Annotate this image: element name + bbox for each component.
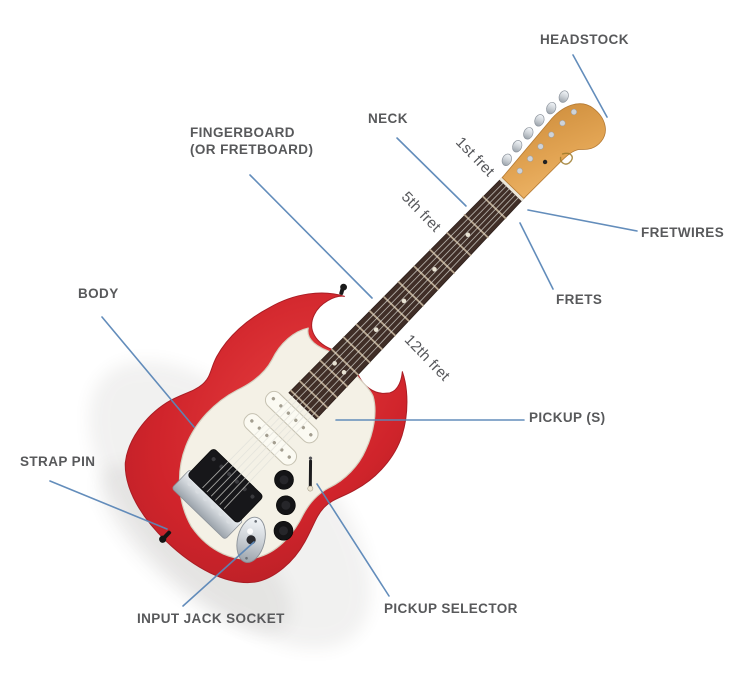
leader-line-fretwires [527, 209, 638, 232]
label-strap-pin: STRAP PIN [20, 454, 96, 469]
label-fingerboard-line1: FINGERBOARD [190, 125, 295, 140]
leader-lines [49, 54, 638, 607]
headstock-logo [559, 152, 573, 165]
label-neck: NECK [368, 111, 408, 126]
label-body: BODY [78, 286, 119, 301]
label-input-jack: INPUT JACK SOCKET [137, 611, 285, 626]
neck-pickup [264, 390, 319, 444]
control-knobs [273, 470, 296, 541]
leader-line-fingerboard [249, 174, 373, 299]
leader-line-frets [519, 222, 554, 290]
leader-line-pickup-selector [316, 483, 390, 597]
headstock-shape [501, 90, 606, 199]
nut [499, 176, 525, 202]
label-frets: FRETS [556, 292, 603, 307]
middle-pickup [243, 413, 298, 466]
label-fretwires: FRETWIRES [641, 225, 725, 240]
strings [202, 182, 519, 509]
label-pickups: PICKUP (S) [529, 410, 606, 425]
label-fingerboard-line2: (OR FRETBOARD) [190, 142, 314, 157]
label-pickup-selector: PICKUP SELECTOR [384, 601, 518, 616]
label-headstock: HEADSTOCK [540, 32, 629, 47]
bridge-assembly [172, 449, 263, 539]
pickups-single-coils [243, 390, 319, 466]
leader-line-input-jack [182, 541, 255, 607]
leader-line-strap-pin [49, 480, 168, 530]
tuning-pegs [501, 90, 577, 174]
leader-line-headstock [572, 54, 608, 118]
strap-pin-bottom [159, 530, 172, 543]
leader-line-body [101, 316, 195, 428]
guitar [124, 90, 606, 584]
label-fingerboard: FINGERBOARD (OR FRETBOARD) [190, 124, 313, 158]
pickup-selector-switch [307, 456, 314, 492]
leader-line-neck [396, 137, 467, 207]
string-tree [542, 159, 548, 165]
strap-pin-top [339, 283, 347, 295]
